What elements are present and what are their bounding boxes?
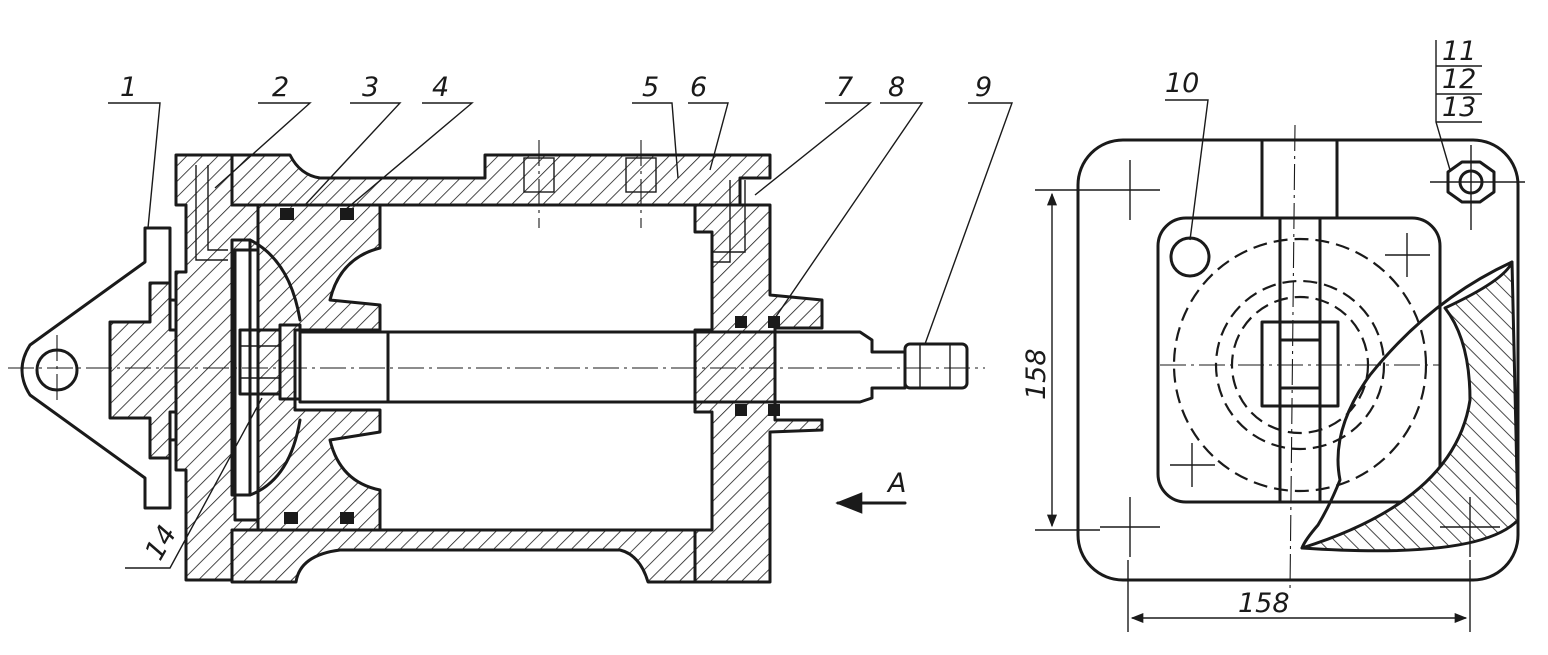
section-view: A <box>8 140 985 584</box>
rod-seal <box>768 316 780 328</box>
part-label-5: 5 <box>642 72 659 103</box>
nut-icon <box>1446 160 1496 204</box>
piston-seal <box>340 512 354 524</box>
front-cover <box>693 180 824 584</box>
width-dimension: 158 <box>1238 588 1290 619</box>
end-view: 158 158 <box>1021 124 1525 632</box>
part-label-4: 4 <box>432 72 449 103</box>
callouts: 1 2 3 4 5 6 7 8 9 10 11 12 13 14 <box>108 36 1482 569</box>
piston <box>256 203 382 532</box>
part-label-7: 7 <box>836 72 853 103</box>
rod-thread-end <box>903 342 969 390</box>
part-label-11: 11 <box>1442 36 1476 67</box>
part-label-9: 9 <box>975 72 992 103</box>
part-label-10: 10 <box>1165 68 1199 99</box>
view-label: A <box>886 468 906 499</box>
part-label-1: 1 <box>120 72 137 103</box>
piston-seal <box>340 208 354 220</box>
end-view-axis-vertical <box>1289 124 1296 591</box>
piston-seal <box>284 512 298 524</box>
part-label-14: 14 <box>139 520 183 565</box>
piston-rod <box>298 330 969 404</box>
rod-seal <box>735 404 747 416</box>
height-dimension: 158 <box>1021 348 1052 400</box>
part-label-8: 8 <box>888 72 905 103</box>
rod-seal <box>735 316 747 328</box>
part-label-2: 2 <box>272 72 289 103</box>
part-label-13: 13 <box>1442 92 1476 123</box>
part-label-3: 3 <box>362 72 379 103</box>
rod-seal <box>768 404 780 416</box>
bolt-hole <box>1169 236 1211 278</box>
part-label-12: 12 <box>1442 64 1476 95</box>
piston-seal <box>280 208 294 220</box>
part-label-6: 6 <box>690 72 707 103</box>
